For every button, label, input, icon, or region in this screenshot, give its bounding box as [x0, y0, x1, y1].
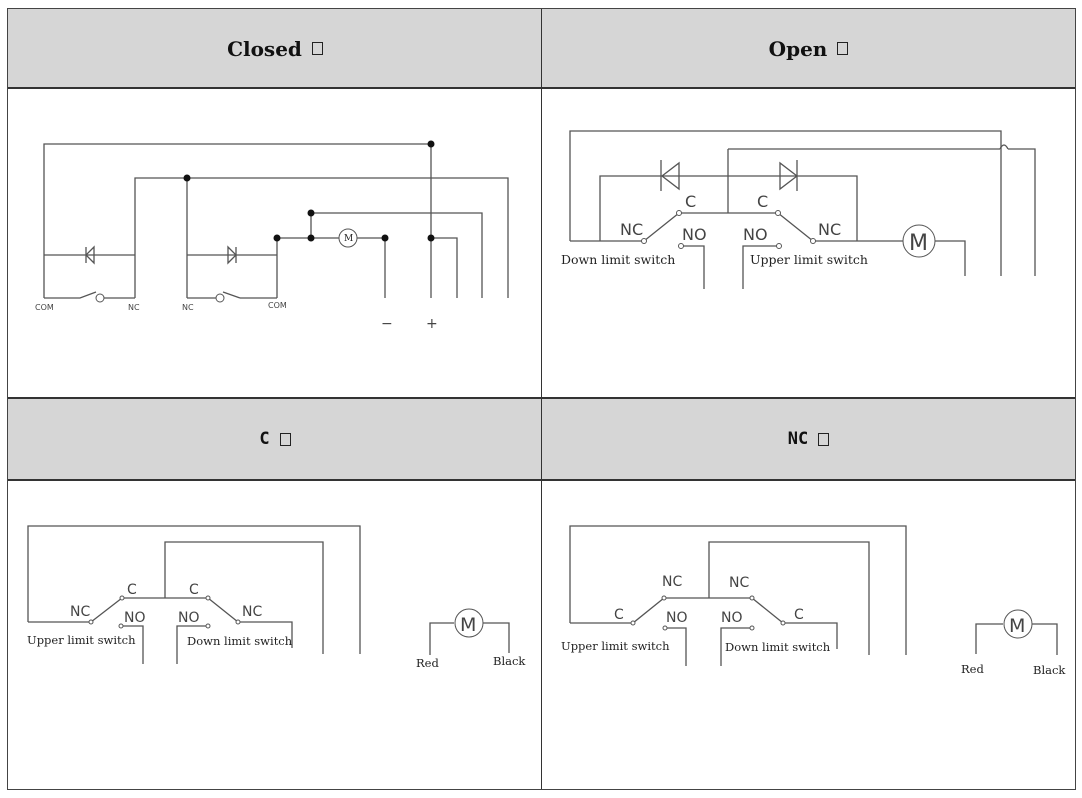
terminal-label: NC — [242, 604, 262, 620]
column-divider — [541, 9, 542, 789]
wire-color-label: Black — [1033, 663, 1066, 677]
closed-diagram: M COM NC NC COM − + — [35, 140, 509, 332]
header-open-label: Open — [768, 36, 828, 61]
motor-icon — [902, 224, 936, 258]
terminal-label: NC — [182, 303, 194, 312]
terminal-label: NO — [124, 610, 146, 626]
terminal-label: C — [685, 192, 696, 211]
terminal-label: COM — [268, 301, 287, 310]
switch-label: Down limit switch — [561, 252, 675, 267]
header-nc-label: NC — [787, 429, 809, 449]
header-c: C — [8, 398, 542, 480]
motor-label: M — [460, 614, 476, 636]
checkbox-icon — [279, 432, 291, 446]
terminal-label: NO — [666, 610, 688, 626]
header-open: Open — [542, 9, 1075, 88]
terminal-label: C — [189, 582, 199, 598]
c-diagram: M NC C NO NO C NC Upper limit switch Dow… — [27, 525, 526, 670]
checkbox-icon — [837, 42, 849, 55]
wire-color-label: Black — [493, 654, 526, 668]
terminal-label: NO — [721, 610, 743, 626]
terminal-label: NO — [682, 225, 707, 244]
minus-label: − — [381, 316, 393, 332]
terminal-label: NC — [818, 220, 841, 239]
motor-label: M — [1009, 615, 1025, 637]
switch-label: Down limit switch — [725, 640, 831, 654]
terminal-label: NO — [178, 610, 200, 626]
plus-label: + — [426, 316, 438, 332]
switch-contact-icon — [95, 293, 105, 303]
open-diagram: M NC C NO NO C NC Down limit switch Uppe… — [561, 130, 1036, 289]
terminal-label: NC — [128, 303, 140, 312]
switch-contact-icon — [88, 595, 241, 629]
wire-color-label: Red — [961, 662, 984, 676]
terminal-label: C — [614, 607, 624, 623]
switch-label: Upper limit switch — [27, 633, 136, 647]
diode-icon — [660, 160, 799, 191]
junction-dots — [183, 140, 435, 242]
switch-contact-icon — [641, 210, 816, 249]
terminal-label: NC — [620, 220, 643, 239]
terminal-label: C — [127, 582, 137, 598]
motor-icon — [454, 608, 484, 638]
switch-label: Upper limit switch — [561, 639, 670, 653]
terminal-label: COM — [35, 303, 54, 312]
header-closed: Closed — [8, 9, 542, 88]
motor-icon — [338, 228, 358, 248]
wiring-table: Closed Open C NC — [7, 8, 1076, 790]
diode-icon — [85, 245, 237, 265]
header-c-label: C — [259, 429, 270, 449]
terminal-label: C — [757, 192, 768, 211]
terminal-label: NC — [729, 575, 749, 591]
header-closed-label: Closed — [227, 36, 302, 61]
motor-label: M — [344, 234, 353, 244]
terminal-label: C — [794, 607, 804, 623]
header-nc: NC — [542, 398, 1075, 480]
switch-label: Upper limit switch — [750, 252, 868, 267]
terminal-label: NO — [743, 225, 768, 244]
motor-icon — [1003, 609, 1033, 639]
wire-color-label: Red — [416, 656, 439, 670]
terminal-label: NC — [662, 574, 682, 590]
checkbox-icon — [311, 42, 323, 55]
switch-label: Down limit switch — [187, 634, 293, 648]
motor-label: M — [909, 231, 928, 256]
checkbox-icon — [818, 432, 830, 446]
switch-contact-icon — [630, 595, 786, 631]
terminal-label: NC — [70, 604, 90, 620]
switch-contact-icon — [215, 293, 225, 303]
